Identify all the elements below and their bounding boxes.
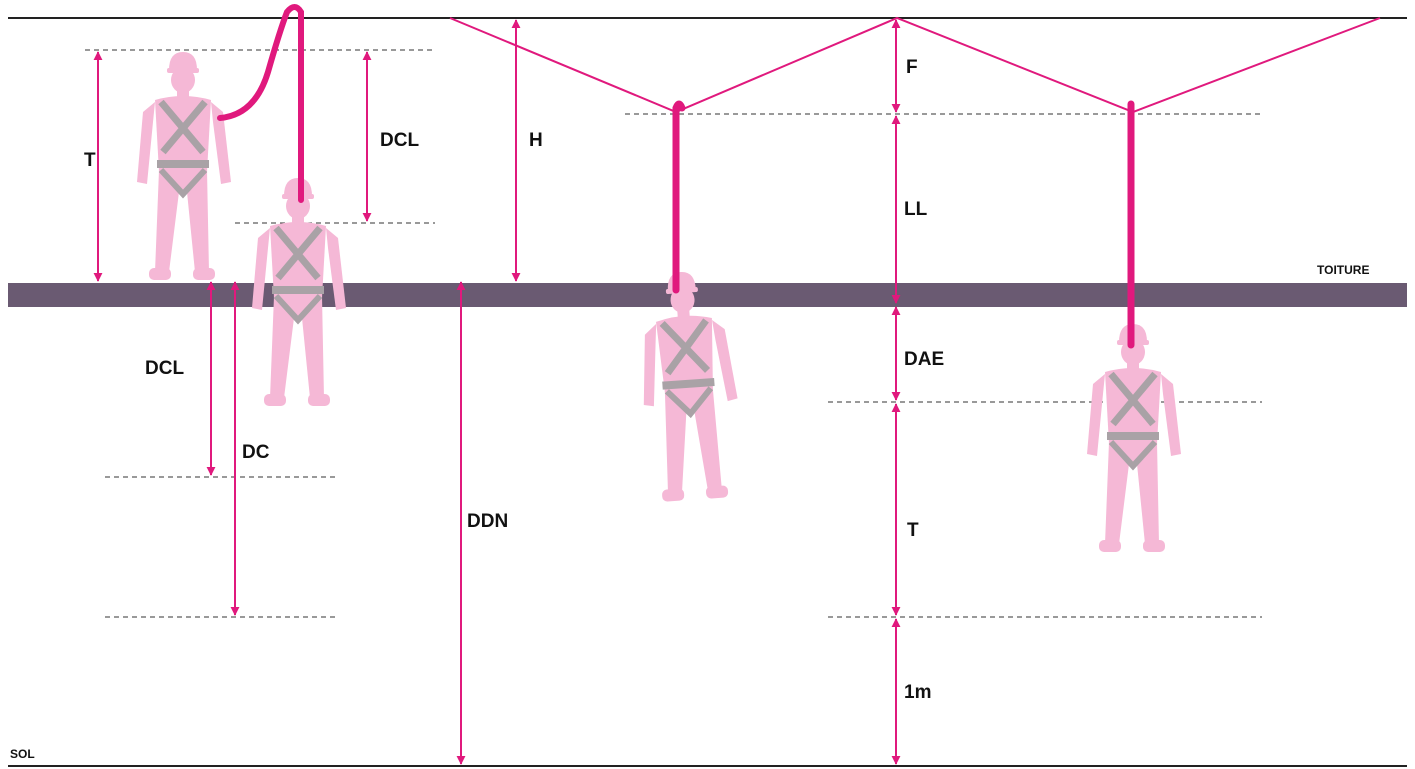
dimension-label-dcl-bottom: DCL [145,358,184,379]
worker-suspended-right [1087,324,1181,552]
ground-label: SOL [10,747,35,761]
dimension-label-dcl-top: DCL [380,130,419,151]
reference-lines [85,49,1262,618]
dimension-label-dae: DAE [904,349,944,370]
worker-walking [137,52,231,280]
dimension-label-t-left: T [84,150,96,171]
dimension-label-f: F [906,57,918,78]
roof-slab [8,283,1407,307]
lanyard-middle [672,100,686,294]
dimension-label-one-metre: 1m [904,682,931,703]
dimension-label-t-right: T [907,520,919,541]
dimension-label-ll: LL [904,199,928,220]
lanyard-retracting [217,4,304,203]
dimension-label-h: H [529,130,543,151]
dimension-label-dc: DC [242,442,270,463]
dimension-label-ddn: DDN [467,511,508,532]
lifeline-sag [449,16,1381,114]
dimension-arrows [93,19,901,765]
roof-label: TOITURE [1317,263,1369,277]
